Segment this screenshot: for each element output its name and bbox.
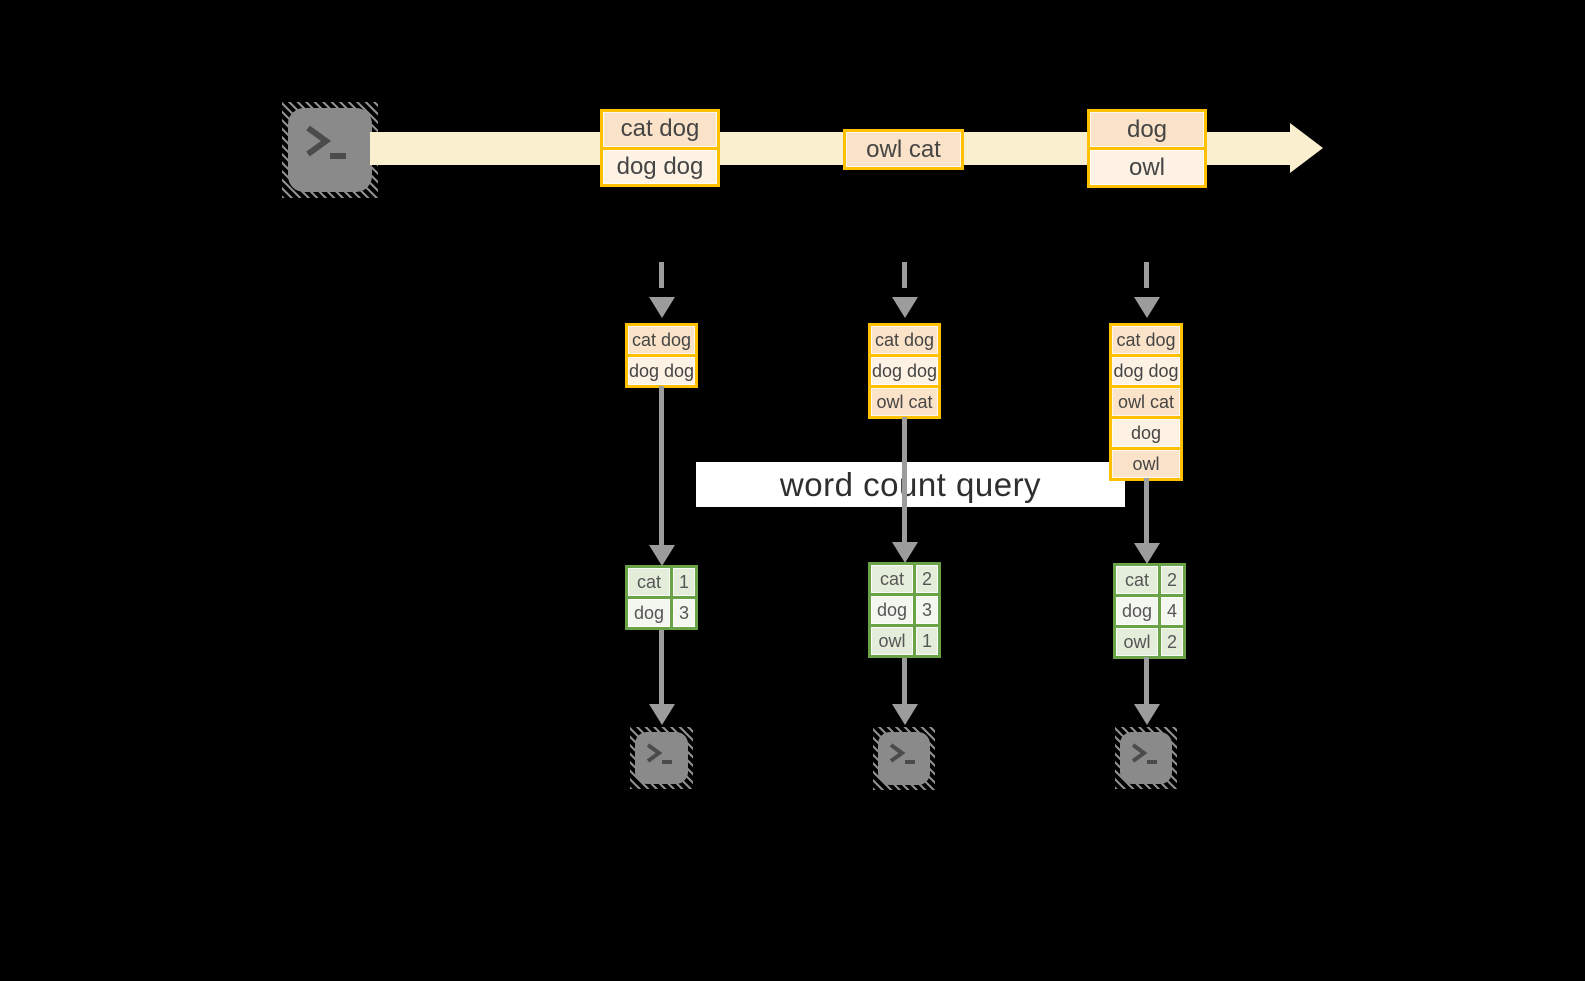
dashed-arrowhead-3-icon [1134,297,1160,318]
table-cell-word: owl [1116,628,1158,656]
stream-batch-box-3: dog owl [1087,109,1207,188]
sink-arrowhead-2-icon [892,704,918,725]
table-cell-count: 4 [1161,597,1183,625]
count-table-3: cat 2 dog 4 owl 2 [1113,563,1186,659]
flow-arrow-stack-to-table-2 [902,417,907,544]
dashed-arrow-3 [1144,262,1149,296]
stack-row: cat dog [628,326,695,354]
table-cell-word: cat [1116,566,1158,594]
dashed-arrowhead-2-icon [892,297,918,318]
batch-line: dog [1090,112,1204,147]
flow-arrow-table-to-sink-1 [659,630,664,706]
terminal-icon-sink-3 [1115,727,1177,789]
terminal-icon-body [1120,732,1172,784]
word-count-query-banner: word count query [696,462,1125,507]
flow-arrow-table-to-sink-3 [1144,657,1149,706]
table-cell-count: 2 [1161,628,1183,656]
stream-batch-box-2: owl cat [843,129,964,170]
stack-row: dog [1112,416,1180,447]
terminal-prompt-icon [889,743,915,764]
stack-row: owl cat [1112,385,1180,416]
flow-arrow-table-to-sink-2 [902,658,907,706]
table-cell-count: 1 [916,627,938,655]
table-cell-word: dog [628,599,670,627]
sink-arrowhead-3-icon [1134,704,1160,725]
terminal-prompt-icon [646,743,672,764]
terminal-prompt-icon [306,125,346,159]
count-table-1: cat 1 dog 3 [625,565,698,630]
table-cell-word: dog [871,596,913,624]
dashed-arrow-1 [659,262,664,296]
stack-row: dog dog [871,354,938,385]
table-cell-word: owl [871,627,913,655]
micro-batch-input-2: cat dog dog dog owl cat [868,323,941,419]
table-cell-word: cat [628,568,670,596]
flow-arrowhead-3-icon [1134,543,1160,564]
count-table-2: cat 2 dog 3 owl 1 [868,562,941,658]
batch-line: owl [1090,147,1204,185]
terminal-icon-source [282,102,378,198]
flow-arrow-stack-to-table-1 [659,386,664,547]
flow-arrowhead-1-icon [649,545,675,566]
stack-row: dog dog [628,354,695,385]
stack-row: dog dog [1112,354,1180,385]
terminal-icon-sink-2 [873,727,935,790]
stack-row: owl [1112,447,1180,478]
terminal-icon-sink-1 [630,727,693,789]
table-cell-count: 3 [673,599,695,627]
dashed-arrow-2 [902,262,907,296]
table-cell-count: 2 [916,565,938,593]
sink-arrowhead-1-icon [649,704,675,725]
table-cell-count: 3 [916,596,938,624]
micro-batch-input-3: cat dog dog dog owl cat dog owl [1109,323,1183,481]
terminal-prompt-icon [1131,743,1157,764]
dashed-arrowhead-1-icon [649,297,675,318]
query-label: word count query [779,465,1042,503]
terminal-icon-body [878,732,930,785]
table-cell-word: cat [871,565,913,593]
batch-line: cat dog [603,112,717,147]
batch-line: dog dog [603,146,717,184]
stack-row: cat dog [1112,326,1180,354]
flow-arrow-stack-to-table-3 [1144,478,1149,545]
micro-batch-input-1: cat dog dog dog [625,323,698,388]
stream-batch-box-1: cat dog dog dog [600,109,720,187]
table-cell-count: 1 [673,568,695,596]
stack-row: owl cat [871,385,938,416]
terminal-icon-body [635,732,688,784]
batch-line: owl cat [846,132,961,167]
table-cell-count: 2 [1161,566,1183,594]
flow-arrowhead-2-icon [892,542,918,563]
terminal-icon-body [288,108,372,192]
stream-timeline-arrowhead-icon [1290,123,1323,173]
table-cell-word: dog [1116,597,1158,625]
stack-row: cat dog [871,326,938,354]
